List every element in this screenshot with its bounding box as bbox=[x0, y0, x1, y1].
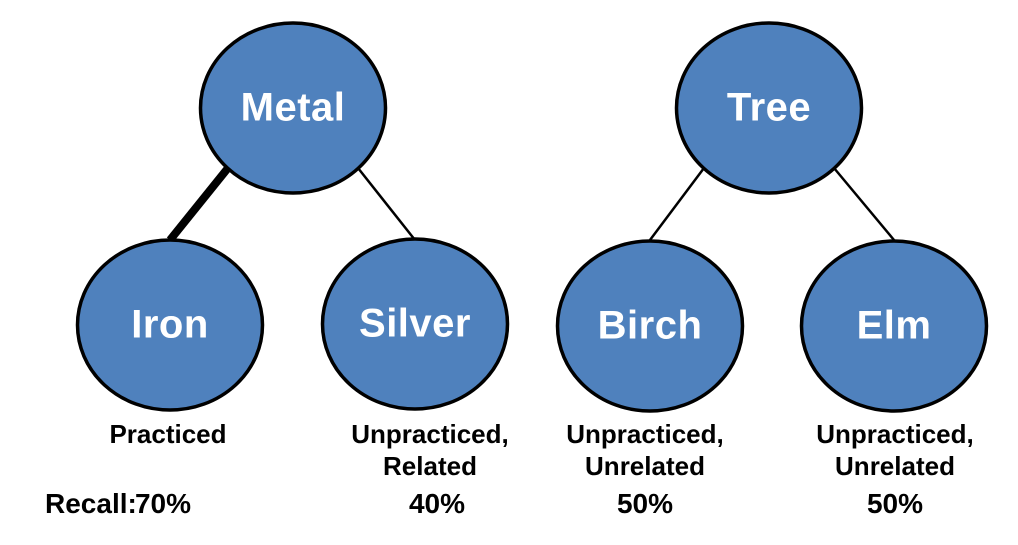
recall-row-label: Recall: bbox=[45, 488, 137, 519]
node-circle-iron bbox=[75, 238, 265, 412]
node-circle-metal bbox=[198, 21, 388, 195]
edge-tree-birch bbox=[649, 167, 705, 241]
node-circle-elm bbox=[799, 239, 989, 413]
node-label-metal: Metal bbox=[240, 85, 346, 130]
node-label-iron: Iron bbox=[131, 302, 209, 347]
node-label-silver: Silver bbox=[359, 301, 471, 346]
condition-label-silver: Unpracticed, Related bbox=[351, 419, 509, 481]
node-label-elm: Elm bbox=[856, 303, 932, 348]
recall-value-silver: 40% bbox=[408, 488, 466, 519]
node-label-birch: Birch bbox=[597, 303, 703, 348]
condition-label-elm: Unpracticed, Unrelated bbox=[816, 419, 974, 481]
condition-label-birch: Unpracticed, Unrelated bbox=[566, 419, 724, 481]
node-label-tree: Tree bbox=[726, 85, 812, 130]
edge-tree-elm bbox=[833, 167, 895, 241]
node-circle-birch bbox=[555, 239, 745, 413]
edge-metal-silver bbox=[357, 167, 416, 241]
condition-label-iron: Practiced bbox=[109, 419, 227, 449]
recall-value-elm: 50% bbox=[866, 488, 924, 519]
recall-value-birch: 50% bbox=[616, 488, 674, 519]
node-circle-tree bbox=[674, 21, 864, 195]
recall-value-iron: 70% bbox=[134, 488, 192, 519]
node-circle-silver bbox=[320, 237, 510, 411]
edge-metal-iron-thick bbox=[166, 165, 232, 243]
